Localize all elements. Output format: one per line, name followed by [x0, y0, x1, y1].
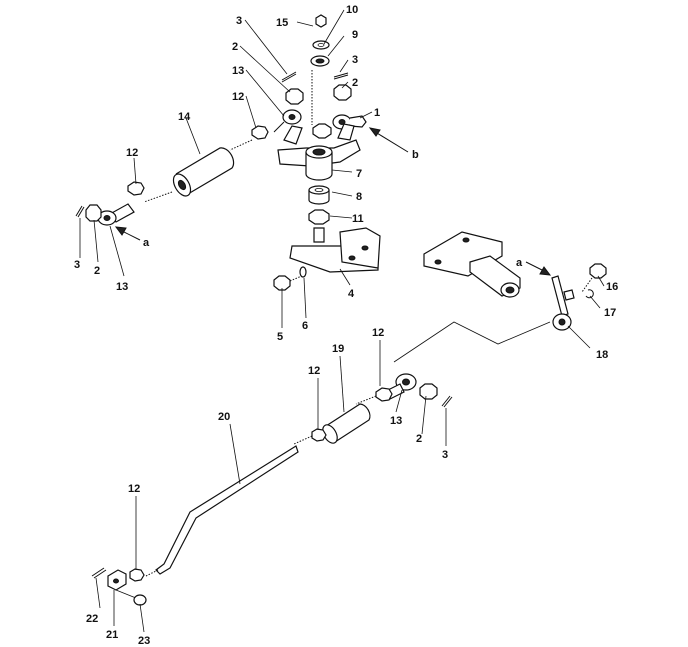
callout-1: 1: [374, 107, 380, 119]
callout-13: 13: [232, 65, 244, 77]
callout-6: 6: [302, 320, 308, 332]
callout-2: 2: [416, 433, 422, 445]
right-bracket-assembly: [393, 231, 607, 363]
callout-4: 4: [348, 288, 355, 300]
callout-a: a: [143, 237, 150, 249]
callout-2: 2: [232, 41, 238, 53]
callout-12: 12: [308, 365, 320, 377]
callout-a: a: [516, 257, 523, 269]
callout-12: 12: [126, 147, 138, 159]
callout-18: 18: [596, 349, 608, 361]
callout-3: 3: [442, 449, 448, 461]
callout-3: 3: [352, 54, 358, 66]
lower-cylinder-assembly: [91, 373, 453, 606]
callout-3: 3: [74, 259, 80, 271]
callout-10: 10: [346, 4, 358, 16]
callout-22: 22: [86, 613, 98, 625]
callout-15: 15: [276, 17, 288, 29]
callout-16: 16: [606, 281, 618, 293]
callout-3: 3: [236, 15, 242, 27]
callout-b: b: [412, 149, 419, 161]
callout-13: 13: [390, 415, 402, 427]
callout-5: 5: [277, 331, 283, 343]
callout-8: 8: [356, 191, 362, 203]
callout-2: 2: [352, 77, 358, 89]
callout-19: 19: [332, 343, 344, 355]
callout-12: 12: [232, 91, 244, 103]
callout-7: 7: [356, 168, 362, 180]
callout-13: 13: [116, 281, 128, 293]
callout-12: 12: [372, 327, 384, 339]
leader-lines: [79, 9, 605, 633]
callout-23: 23: [138, 635, 150, 647]
callout-2: 2: [94, 265, 100, 277]
callout-12: 12: [128, 483, 140, 495]
upper-bracket-assembly: [251, 14, 409, 291]
callout-9: 9: [352, 29, 358, 41]
callout-14: 14: [178, 111, 191, 123]
callout-labels: 15 10 9 3 3 2 2 13 12 1 14 b 7 12 8 11 a…: [74, 4, 618, 647]
upper-cylinder-assembly: [75, 139, 253, 241]
callout-21: 21: [106, 629, 118, 641]
callout-17: 17: [604, 307, 616, 319]
callout-11: 11: [352, 213, 364, 225]
callout-20: 20: [218, 411, 230, 423]
